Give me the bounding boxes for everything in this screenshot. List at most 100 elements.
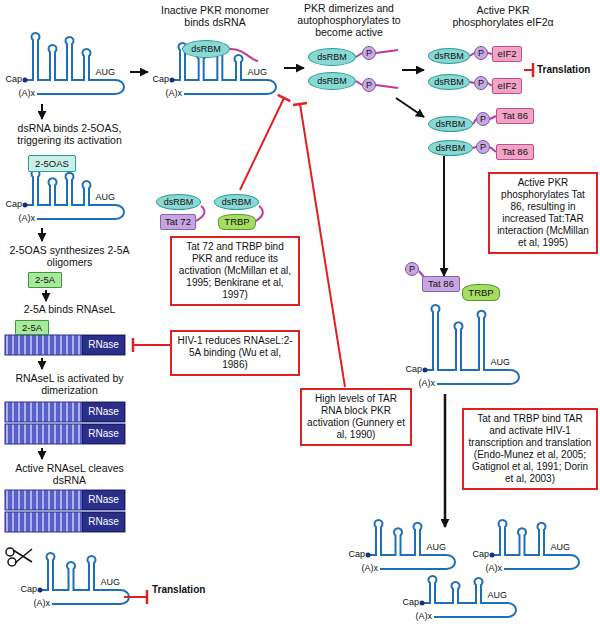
rna-label: (A)x (19, 213, 36, 223)
node-text: P (478, 78, 484, 89)
phosphate-circle: P (362, 78, 376, 92)
inhibition-bar (532, 63, 535, 77)
process-arrow (402, 69, 424, 71)
node-text: Tat 72 (165, 216, 191, 227)
inhibition-bar (278, 95, 291, 101)
process-arrow (45, 290, 47, 301)
node-text: Tat and TRBP bind TAR and activate HIV-1… (468, 413, 592, 485)
node-text: dsRBM (434, 51, 464, 62)
rna-label: Cap (5, 74, 22, 84)
node-text: Tat 86 (502, 146, 528, 157)
rna-label: AUG (487, 590, 507, 600)
process-arrow (41, 358, 43, 369)
node-text: 2-5OAS (35, 158, 69, 169)
finding-box: HIV-1 reduces RNAseL:2-5A binding (Wu et… (170, 330, 300, 376)
cap-dot (23, 78, 28, 83)
node-text: dsRBM (436, 143, 466, 154)
rna-label: (A)x (19, 88, 36, 98)
scissors-handle (8, 558, 16, 566)
scissors-handle (6, 548, 14, 556)
process-arrow (130, 71, 148, 73)
rna-label: Cap (402, 597, 419, 607)
rna-label: AUG (550, 542, 570, 552)
trbp-shape: TRBP (218, 214, 256, 230)
cap-dot (23, 203, 28, 208)
node-text: dsRBM (191, 44, 221, 55)
rnase-domain: RNase (82, 490, 125, 510)
finding-box: Tat 72 and TRBP bind PKR and reduce its … (170, 236, 300, 306)
inhibition-line (124, 596, 147, 598)
rna-label: (A)x (362, 563, 379, 573)
dsrbm-domain: dsRBM (214, 194, 259, 210)
step-caption: Inactive PKR monomer binds dsRNA (148, 4, 282, 28)
node-text: Tat 86 (428, 278, 454, 289)
scissors-blade (13, 549, 32, 563)
rna-label: AUG (247, 67, 267, 77)
rna-label: AUG (95, 192, 115, 202)
rnasel-bar (5, 402, 125, 422)
node-text: TRBP (224, 216, 249, 227)
process-arrow (284, 67, 304, 69)
inhibition-bar (146, 590, 149, 604)
oligomer-box: 2-5A (28, 272, 62, 288)
node-text: RNase (88, 494, 119, 506)
dsrbm-domain: dsRBM (308, 72, 356, 90)
mrna-strand (422, 576, 516, 617)
phosphate-circle: P (474, 76, 488, 90)
cap-dot (38, 588, 43, 593)
process-arrow (41, 104, 43, 119)
process-arrow (444, 394, 447, 527)
dsrbm-domain: dsRBM (156, 194, 201, 210)
enzyme-box: 2-5OAS (28, 155, 76, 172)
protein-box: eIF2 (492, 78, 522, 94)
rna-label: AUG (426, 542, 446, 552)
rna-label: AUG (490, 357, 510, 367)
effect-label: Translation (537, 64, 590, 76)
rna-label: (A)x (34, 598, 51, 608)
finding-box: Active PKR phosphorylates Tat 86, result… (488, 172, 598, 254)
node-text: eIF2 (497, 80, 516, 91)
step-caption: dsRNA binds 2-5OAS, triggering its activ… (2, 122, 137, 146)
rnase-domain: RNase (82, 424, 125, 444)
node-text: RNase (88, 406, 119, 418)
rna-label: Cap (152, 74, 169, 84)
rna-label: (A)x (416, 611, 433, 621)
node-text: dsRBM (434, 77, 464, 88)
inhibition-line (300, 104, 345, 387)
pkr-linker (230, 49, 258, 61)
dsrbm-domain: dsRBM (428, 116, 473, 132)
dsrbm-domain: dsRBM (308, 48, 356, 66)
rna-label: AUG (95, 67, 115, 77)
protein-box: eIF2 (492, 46, 522, 62)
node-text: dsRBM (164, 197, 194, 208)
step-caption: Active RNAseL cleaves dsRNA (2, 462, 137, 486)
mrna-strand (25, 33, 124, 94)
dsrbm-domain: dsRBM (428, 140, 473, 156)
rna-label: Cap (20, 584, 37, 594)
node-text: RNase (88, 339, 119, 351)
mrna-strand (425, 305, 519, 384)
node-text: dsRBM (317, 76, 347, 87)
node-text: P (478, 48, 484, 59)
step-caption: RNAseL is activated by dimerization (2, 372, 137, 396)
phosphate-circle: P (362, 46, 376, 60)
finding-box: Tat and TRBP bind TAR and activate HIV-1… (462, 408, 598, 490)
protein-box: Tat 86 (496, 108, 534, 124)
rna-label: (A)x (166, 88, 183, 98)
rna-label: Cap (405, 364, 422, 374)
node-text: Tat 72 and TRBP bind PKR and reduce its … (176, 241, 294, 301)
protein-box: Tat 86 (496, 144, 534, 160)
rna-label: (A)x (419, 378, 436, 388)
node-text: P (409, 264, 415, 275)
rnasel-bar (5, 512, 125, 532)
node-text: High levels of TAR RNA block PKR activat… (306, 393, 406, 441)
dsrbm-domain: dsRBM (182, 40, 230, 58)
node-text: Tat 86 (502, 110, 528, 121)
node-text: P (366, 80, 372, 91)
rnase-domain: RNase (82, 512, 125, 532)
node-text: P (480, 142, 486, 153)
dsrbm-domain: dsRBM (428, 74, 470, 90)
mrna-strand (492, 520, 579, 569)
trbp-shape: TRBP (462, 284, 500, 301)
cap-dot (423, 368, 428, 373)
